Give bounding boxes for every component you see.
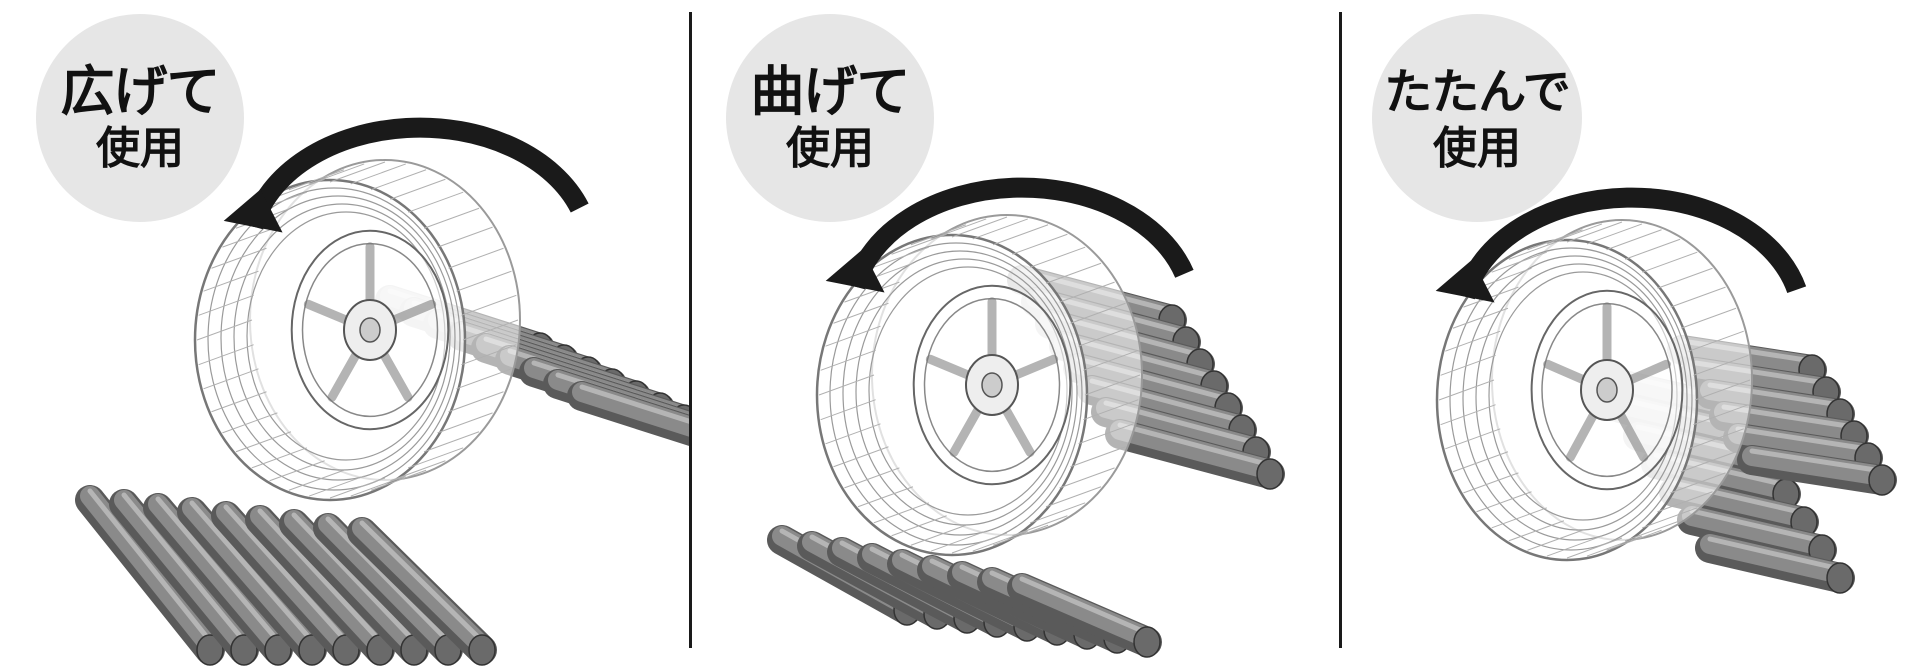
panel-bend: 曲げて 使用: [692, 0, 1340, 667]
badge-bend-line2: 使用: [786, 123, 874, 174]
rotation-arrow-icon: [825, 177, 1194, 293]
badge-spread-line2: 使用: [96, 123, 184, 174]
badge-spread-line1: 広げて: [60, 60, 221, 123]
tire-icon: [815, 214, 1143, 557]
panel-spread: 広げて 使用: [0, 0, 690, 667]
divider-left: [689, 12, 692, 648]
badge-fold: たたんで 使用: [1372, 14, 1582, 222]
bend-illustration: [767, 177, 1285, 658]
rotation-arrow-icon: [1435, 187, 1807, 303]
tire-icon: [1435, 219, 1753, 562]
panel-fold: たたんで 使用: [1342, 0, 1920, 667]
tire-icon: [193, 159, 521, 502]
fold-illustration: [1435, 187, 1897, 594]
badge-bend-line1: 曲げて: [750, 60, 911, 123]
badge-bend: 曲げて 使用: [726, 14, 934, 222]
spread-illustration: [75, 117, 690, 666]
divider-right: [1339, 12, 1342, 648]
rotation-arrow-icon: [223, 117, 589, 233]
badge-fold-line2: 使用: [1433, 123, 1521, 174]
badge-spread: 広げて 使用: [36, 14, 244, 222]
badge-fold-line1: たたんで: [1384, 64, 1571, 120]
